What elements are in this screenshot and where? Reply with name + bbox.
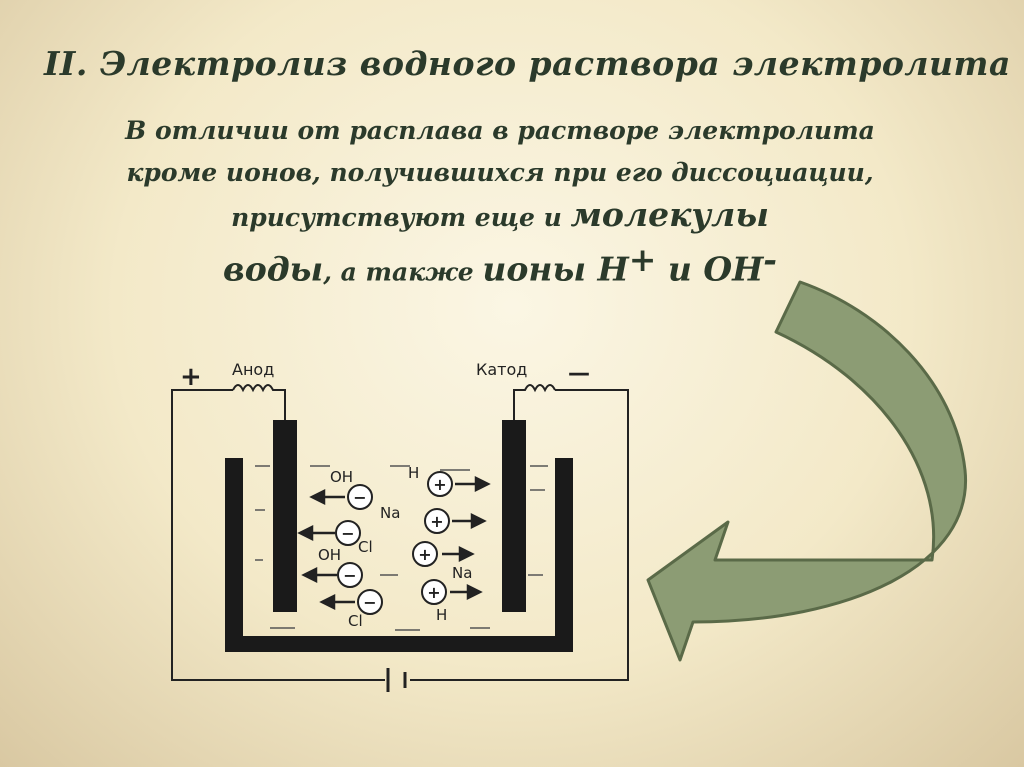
anode-electrode (273, 420, 297, 612)
anode-label: Анод (232, 360, 274, 379)
also-text: , а также (323, 257, 474, 287)
body-text: В отличии от расплава в растворе электро… (60, 110, 940, 293)
cathode-minus-sign: — (568, 361, 590, 386)
cation-h-upper: + (427, 471, 453, 497)
ions-oh-emphasis: и ОН (656, 249, 764, 289)
ion-label-na-lower: Na (452, 564, 472, 582)
ion-label-na-upper: Na (380, 504, 400, 522)
ion-label-h-top: H (408, 464, 419, 482)
svg-text:−: − (343, 566, 356, 585)
curved-arrow-icon (646, 280, 967, 662)
anion-cl-lower: − (357, 589, 383, 615)
ion-migration-arrows (297, 475, 491, 611)
cathode-label: Катод (476, 360, 527, 379)
svg-text:+: + (430, 512, 443, 531)
cathode-electrode (502, 420, 526, 612)
anion-oh-upper: − (347, 484, 373, 510)
h-plus-superscript: + (628, 240, 657, 279)
cation-h-middle: + (412, 541, 438, 567)
body-line-2: кроме ионов, получившихся при его диссоц… (126, 158, 874, 187)
anion-oh-lower: − (337, 562, 363, 588)
ion-label-oh-middle: OH (318, 546, 341, 564)
cation-na-lower: + (421, 579, 447, 605)
oh-minus-superscript: - (763, 240, 777, 279)
ion-label-h-lower: H (436, 606, 447, 624)
molecules-emphasis: молекулы (570, 195, 769, 234)
water-emphasis: воды (223, 249, 324, 289)
svg-text:+: + (418, 545, 431, 564)
svg-text:+: + (427, 583, 440, 602)
svg-text:−: − (353, 488, 366, 507)
solution-surface (255, 465, 548, 631)
svg-text:+: + (433, 475, 446, 494)
ion-label-cl-lower: Cl (348, 612, 363, 630)
battery-icon (386, 668, 407, 692)
body-line-3-prefix: присутствуют еще и (231, 203, 562, 232)
electrolytic-vessel (225, 458, 573, 652)
svg-text:−: − (363, 593, 376, 612)
body-line-1: В отличии от расплава в растворе электро… (125, 116, 875, 145)
svg-text:−: − (341, 524, 354, 543)
ion-label-cl-upper: Cl (358, 538, 373, 556)
body-line-3: присутствуют еще и молекулы (60, 194, 940, 239)
circuit-wire (171, 384, 629, 681)
ion-label-oh-top: OH (330, 468, 353, 486)
slide-title: II. Электролиз водного раствора электрол… (44, 44, 1011, 83)
ions-h-emphasis: ионы Н (482, 249, 629, 289)
anion-cl-upper: − (335, 520, 361, 546)
cation-na-upper: + (424, 508, 450, 534)
anode-plus-sign: + (180, 362, 202, 392)
body-line-4: воды, а также ионы Н+ и ОН- (60, 239, 940, 293)
